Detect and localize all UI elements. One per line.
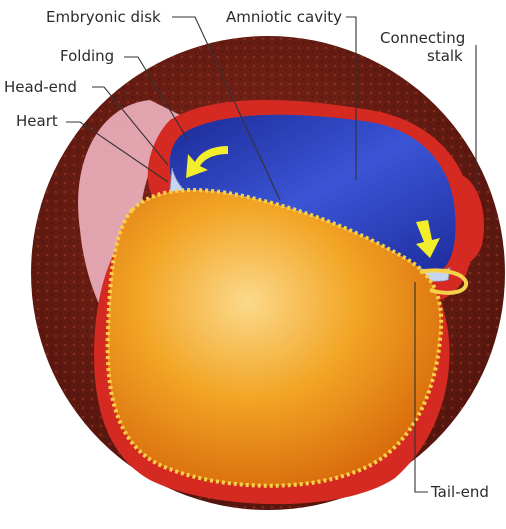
- label-tail-end: Tail-end: [431, 484, 489, 501]
- label-connecting-stalk-line2: stalk: [427, 48, 463, 65]
- label-head-end: Head-end: [4, 79, 77, 96]
- label-embryonic-disk: Embryonic disk: [46, 9, 161, 26]
- label-connecting-stalk-line1: Connecting: [380, 30, 465, 47]
- label-heart: Heart: [16, 113, 58, 130]
- label-amniotic-cavity: Amniotic cavity: [226, 9, 342, 26]
- label-folding: Folding: [60, 48, 114, 65]
